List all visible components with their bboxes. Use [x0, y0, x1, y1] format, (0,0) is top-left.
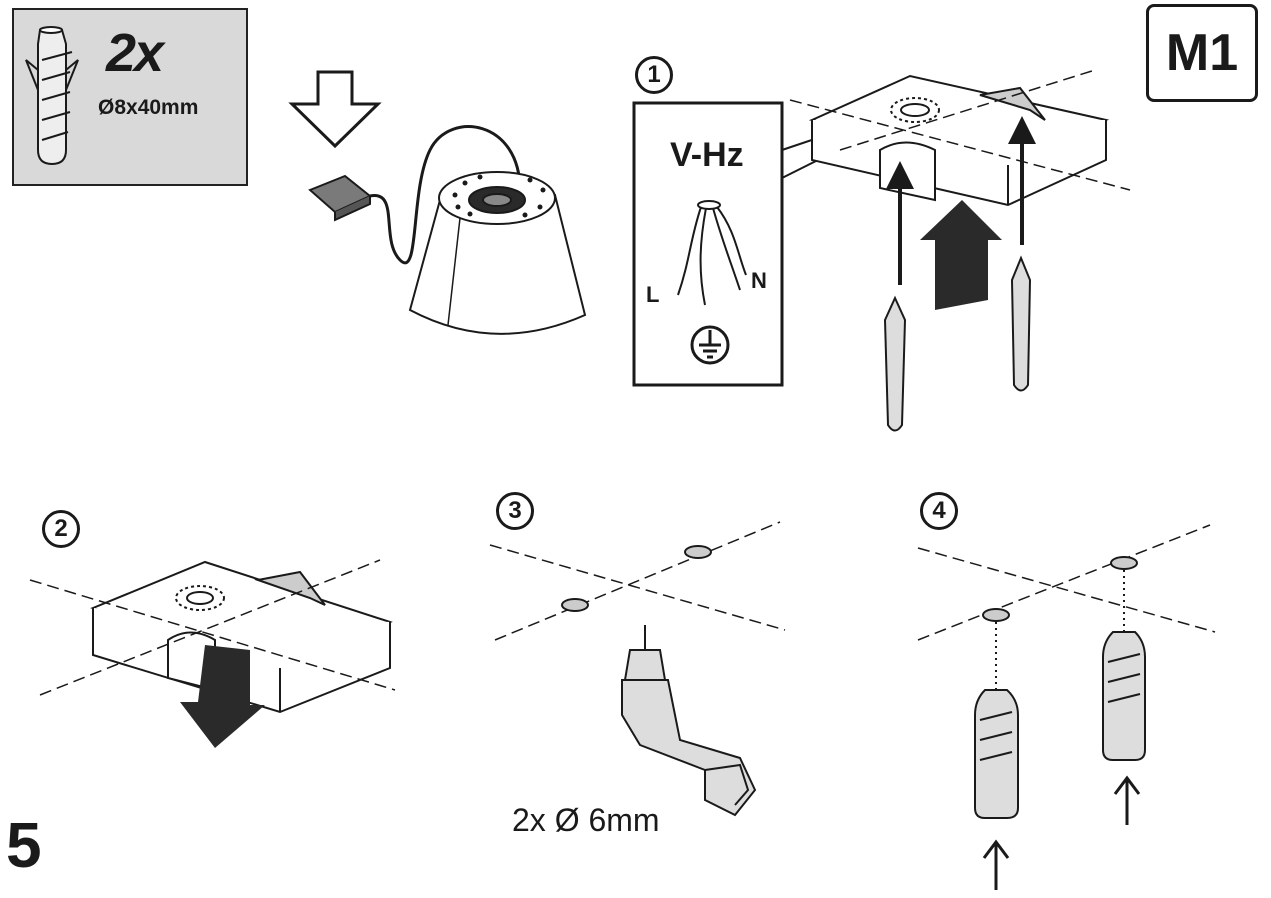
- wall-plug-icons-4: [974, 631, 1146, 819]
- parts-quantity: 2x: [106, 23, 164, 83]
- step-number-3: 3: [496, 492, 534, 530]
- wiring-callout: [632, 101, 784, 387]
- wire-neutral-label: N: [751, 268, 767, 293]
- wire-live-label: L: [646, 282, 660, 307]
- guide-lines-2: [29, 559, 396, 696]
- lamp-shade: [408, 171, 587, 335]
- drill-holes-3: [561, 545, 712, 612]
- push-arrows-4: [982, 775, 1141, 890]
- power-cord: [369, 125, 522, 265]
- anchor-dotted-lines: [995, 570, 1125, 690]
- step-number-1: 1: [635, 56, 673, 94]
- mounting-bracket-1: [808, 74, 1110, 207]
- guide-lines-4: [917, 524, 1216, 641]
- down-arrow-icon: [288, 70, 382, 149]
- wall-plug-icon: [25, 26, 79, 166]
- step-number-2: 2: [42, 510, 80, 548]
- anchor-holes-4: [982, 556, 1138, 622]
- shade-holes: [452, 174, 546, 218]
- push-up-arrow-icon: [920, 200, 1002, 310]
- guide-lines-1: [789, 69, 1131, 191]
- guide-lines-3: [489, 521, 786, 641]
- step-number-4: 4: [920, 492, 958, 530]
- connector-icon: [308, 174, 372, 222]
- page-number: 5: [6, 809, 42, 881]
- voltage-label: V-Hz: [670, 136, 744, 174]
- parts-size: Ø8x40mm: [98, 96, 199, 119]
- drill-icon: [621, 625, 757, 817]
- drill-size-label: 2x Ø 6mm: [512, 802, 660, 838]
- screw-icons-1: [883, 255, 1032, 432]
- model-badge: M1: [1146, 4, 1258, 102]
- push-down-arrow-icon: [180, 645, 265, 748]
- up-arrows-1: [886, 116, 1036, 285]
- ground-icon: [690, 325, 730, 365]
- wires-icon: [677, 200, 747, 306]
